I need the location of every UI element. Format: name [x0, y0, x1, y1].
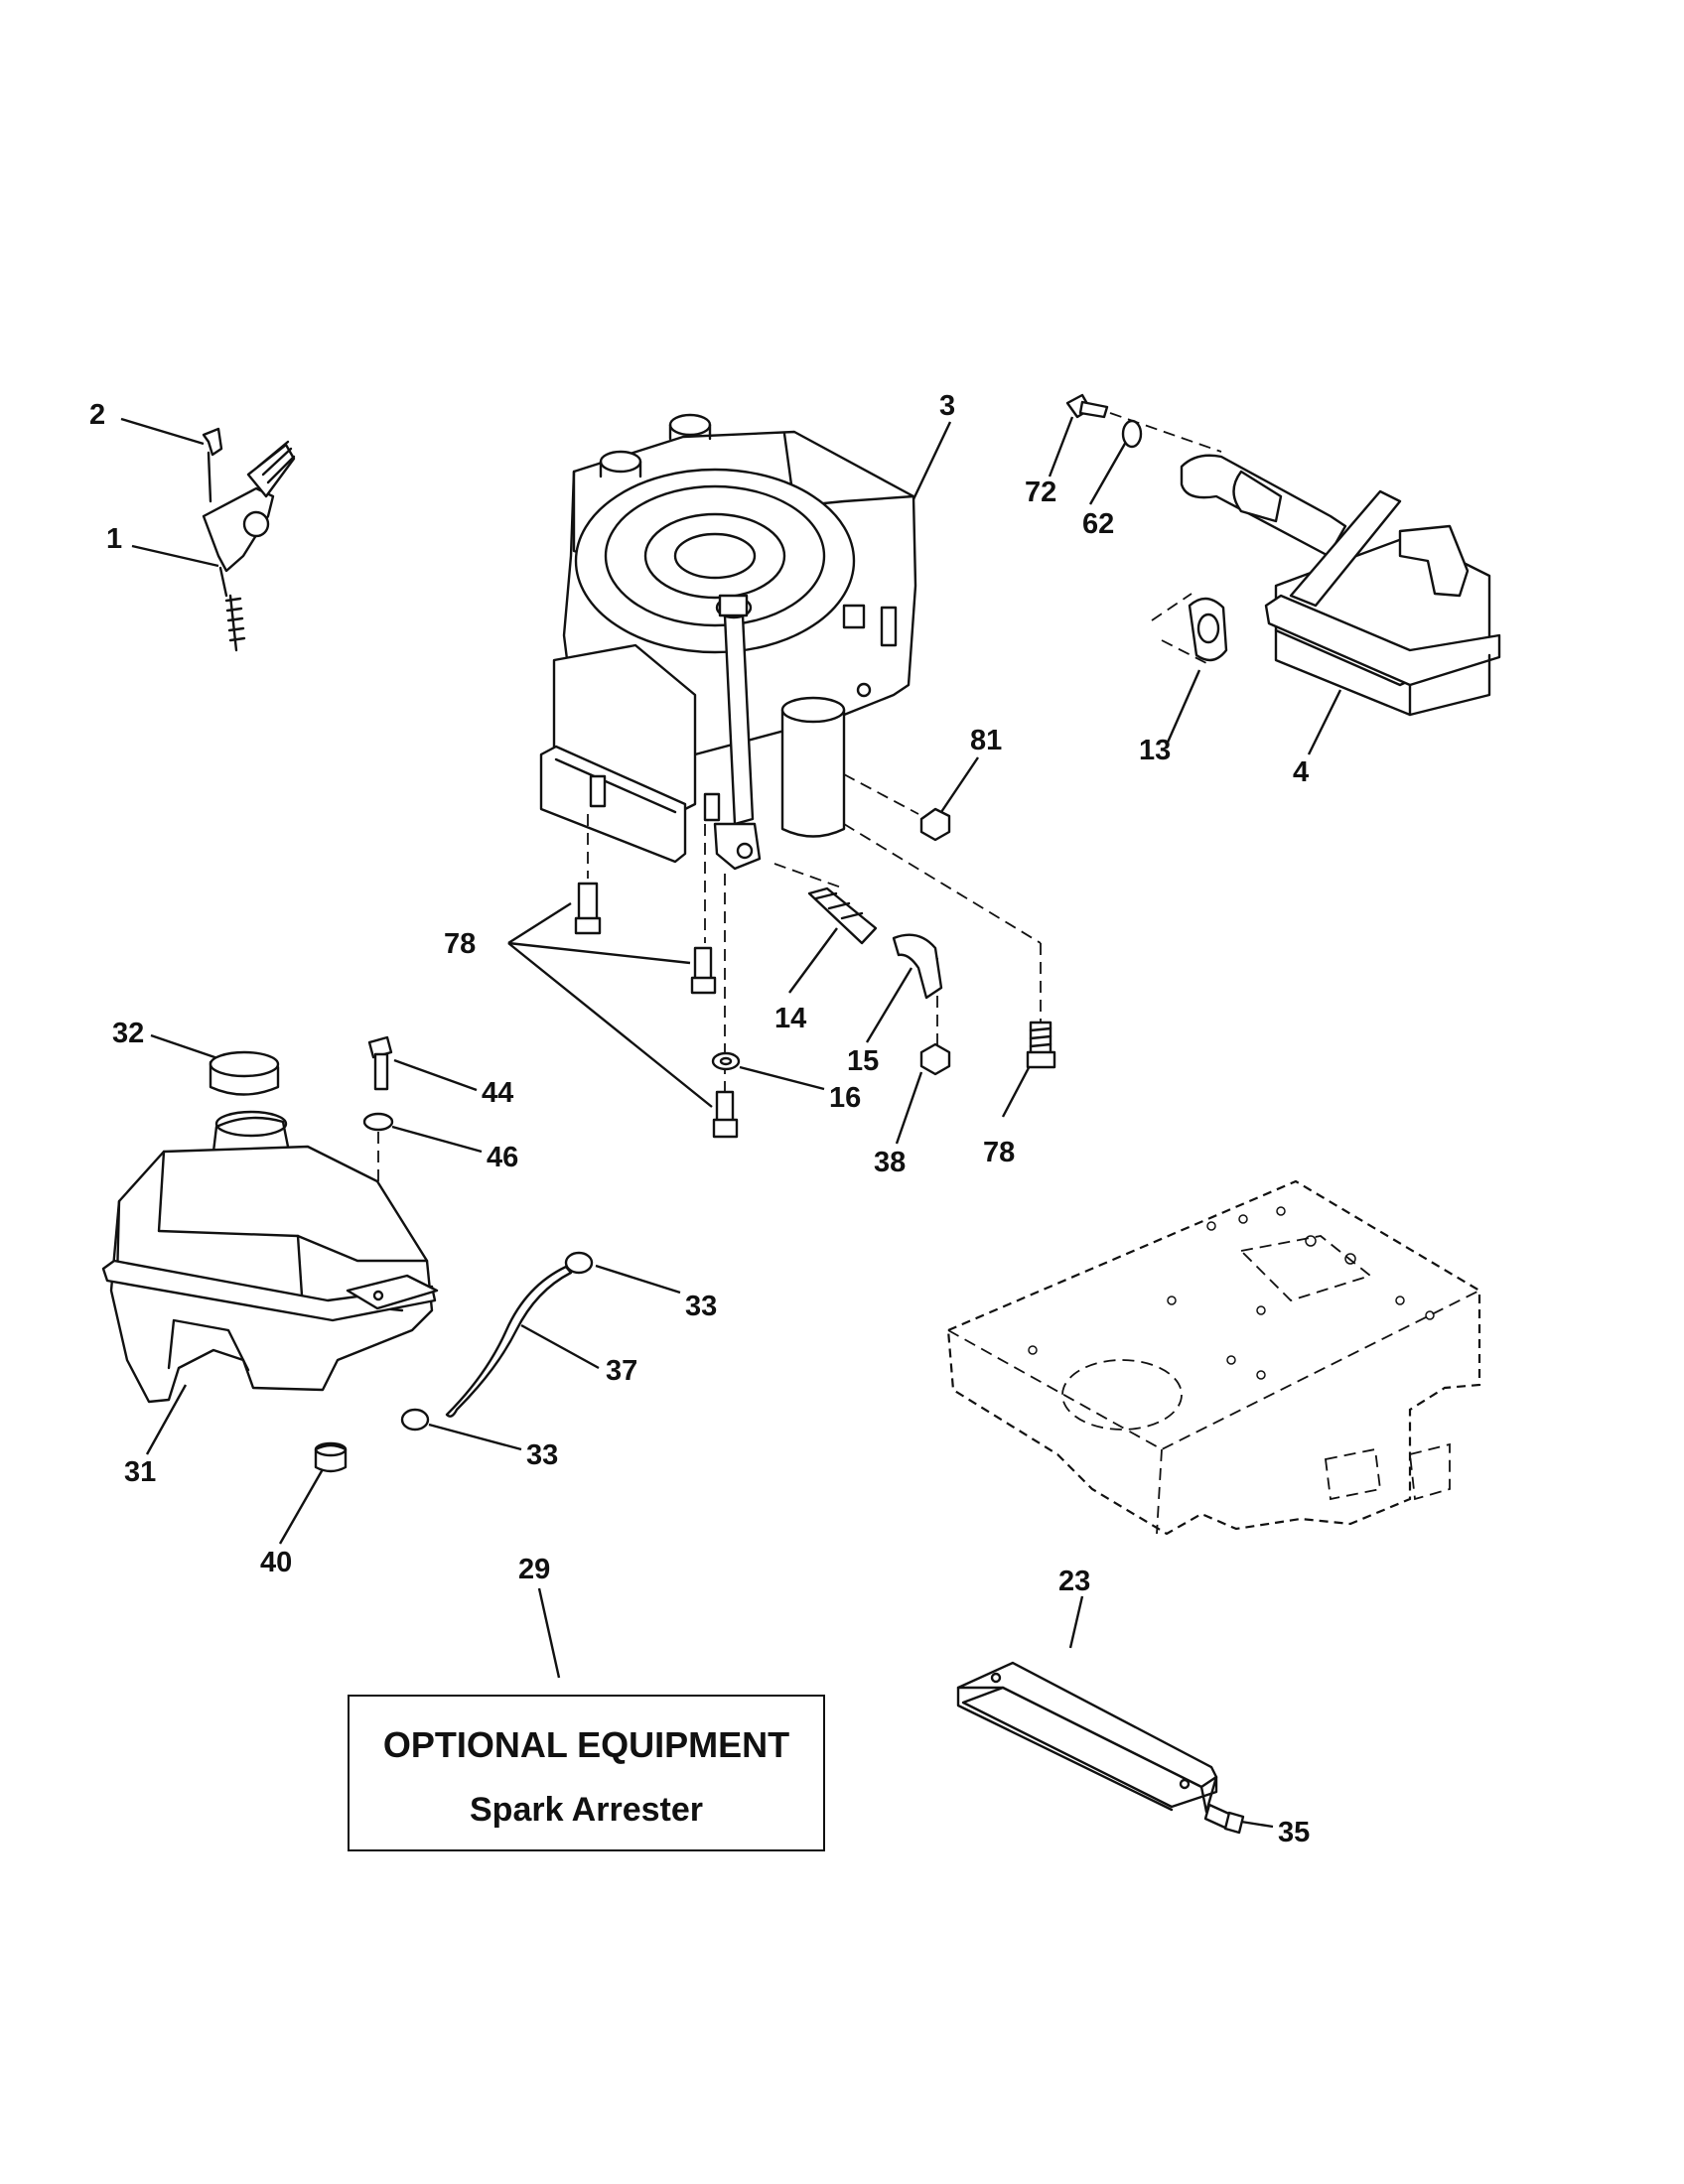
fuel-cap-part	[150, 1033, 280, 1096]
label-38: 38	[874, 1147, 906, 1178]
bolt-parts-78	[507, 882, 1056, 1139]
washer-part-16	[711, 1051, 825, 1091]
label-72: 72	[1025, 477, 1056, 508]
label-23: 23	[1058, 1566, 1090, 1597]
label-16: 16	[829, 1082, 861, 1114]
grommet-part	[278, 1441, 348, 1545]
optional-equipment-title: OPTIONAL EQUIPMENT	[382, 1724, 790, 1765]
frame-part	[946, 1179, 1481, 1536]
heat-shield-part	[956, 1595, 1274, 1835]
bolt-and-washer-parts	[1048, 393, 1222, 505]
label-31: 31	[124, 1456, 156, 1488]
engine-part	[539, 413, 952, 871]
screw-and-washer-parts	[362, 1035, 483, 1300]
drain-parts	[788, 887, 951, 1145]
label-78-left: 78	[444, 928, 476, 960]
optional-equipment-box: OPTIONAL EQUIPMENT Spark Arrester	[348, 1695, 825, 1851]
label-4: 4	[1293, 756, 1309, 788]
label-13: 13	[1139, 735, 1171, 766]
label-14: 14	[774, 1003, 806, 1034]
label-32: 32	[112, 1018, 144, 1049]
label-15: 15	[847, 1045, 879, 1077]
label-62: 62	[1082, 508, 1114, 540]
label-37: 37	[606, 1355, 637, 1387]
fuel-line-parts	[400, 1251, 681, 1451]
label-40: 40	[260, 1547, 292, 1578]
label-81: 81	[970, 725, 1002, 756]
optional-equipment-leader	[537, 1587, 561, 1679]
fuel-tank-part	[101, 1110, 439, 1455]
label-33-bottom: 33	[526, 1439, 558, 1471]
label-44: 44	[482, 1077, 513, 1109]
nut-part-81	[843, 756, 979, 842]
spark-arrester-label: Spark Arrester	[470, 1791, 703, 1829]
muffler-part	[1180, 454, 1501, 755]
assembly-lines	[587, 814, 1042, 1112]
label-78-right: 78	[983, 1137, 1015, 1168]
label-3: 3	[939, 390, 955, 422]
label-29: 29	[518, 1554, 550, 1585]
label-1: 1	[106, 523, 122, 555]
label-33-top: 33	[685, 1291, 717, 1322]
throttle-control-part	[120, 417, 296, 652]
gasket-part	[1151, 593, 1228, 746]
label-2: 2	[89, 399, 105, 431]
label-35: 35	[1278, 1817, 1310, 1848]
label-46: 46	[487, 1142, 518, 1173]
